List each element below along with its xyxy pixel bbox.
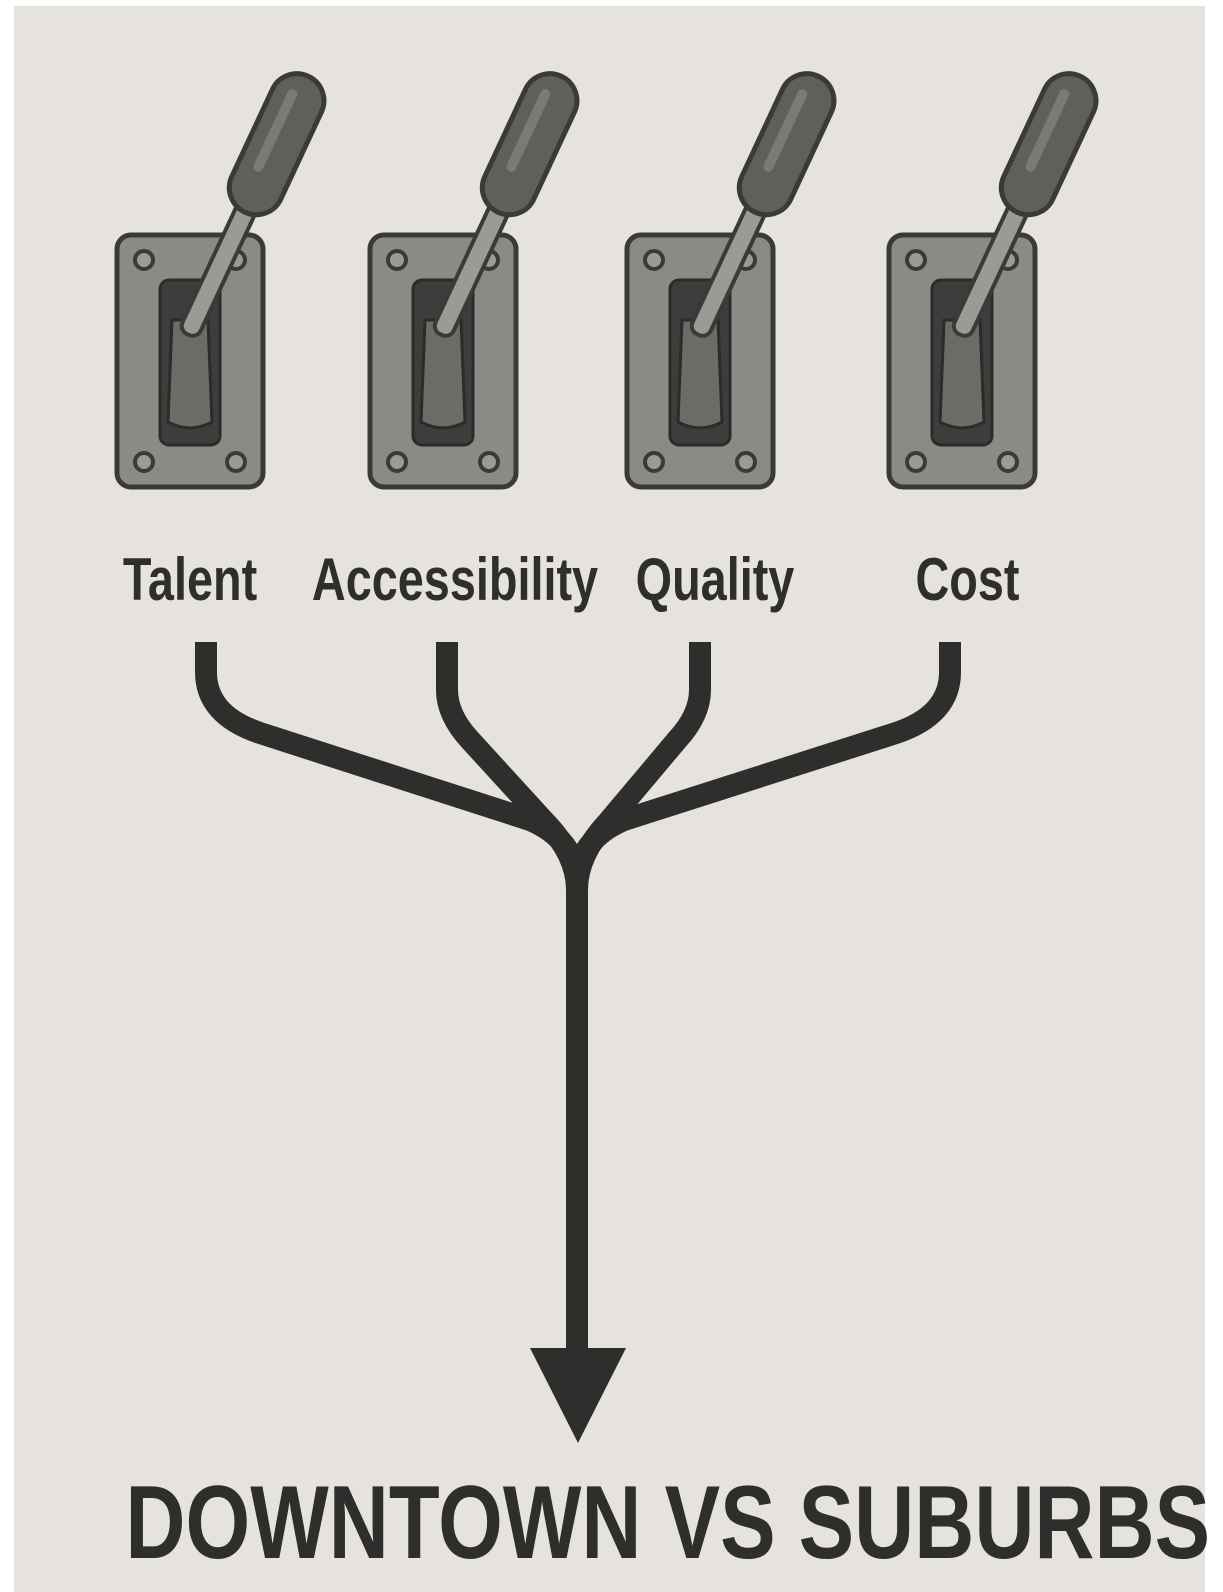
lever-label-accessibility: Accessibility	[311, 546, 599, 613]
lever-switch-icon	[889, 65, 1105, 487]
lever-label-cost: Cost	[915, 546, 1020, 613]
outcome-title: DOWNTOWN VS SUBURBS	[125, 1465, 1211, 1581]
connector-cost	[566, 642, 961, 886]
converging-connectors	[195, 642, 961, 1360]
arrowhead-icon	[530, 1348, 626, 1443]
connector-talent	[195, 642, 588, 886]
connector-accessibility	[436, 642, 588, 891]
lever-switch-icon	[370, 65, 586, 487]
lever-label-talent: Talent	[122, 546, 258, 613]
lever-label-quality: Quality	[635, 546, 795, 613]
lever-switch-icon	[627, 65, 843, 487]
lever-switch-icon	[117, 65, 333, 487]
